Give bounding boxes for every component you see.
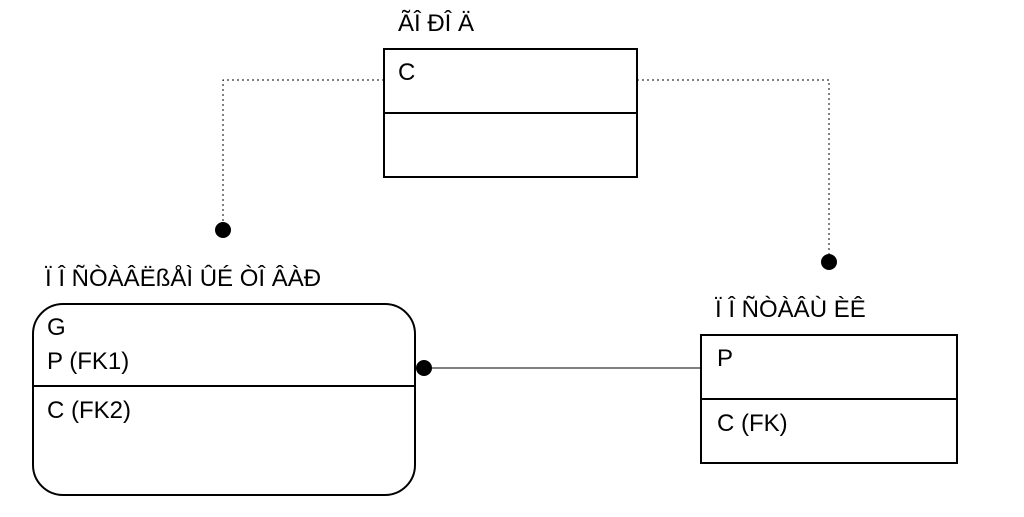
top-entity-title: ÃÎ ÐÎ Ä — [398, 10, 475, 37]
relationship-right-left-endpoint — [416, 360, 432, 376]
right-entity-attr-field: C (FK) — [717, 410, 788, 437]
relationship-top-right-line[interactable] — [637, 79, 830, 262]
left-entity-pk-field: P (FK1) — [47, 348, 130, 375]
left-entity-box[interactable] — [32, 303, 416, 496]
relationship-top-right-endpoint — [821, 254, 837, 270]
left-entity-attr-field: C (FK2) — [47, 397, 131, 424]
relationship-top-left-endpoint — [215, 222, 231, 238]
right-entity-pk-field: P — [717, 345, 734, 372]
right-entity-title: Ï Î ÑÒÀÂÙ ÈÊ — [715, 296, 866, 323]
relationship-top-left-line[interactable] — [222, 79, 384, 230]
left-entity-title: Ï Î ÑÒÀÂËßÅÌ ÛÉ ÒÎ ÂÀÐ — [45, 265, 322, 292]
left-entity-pk-field: G — [47, 314, 66, 341]
top-entity-pk-field: C — [398, 59, 416, 86]
